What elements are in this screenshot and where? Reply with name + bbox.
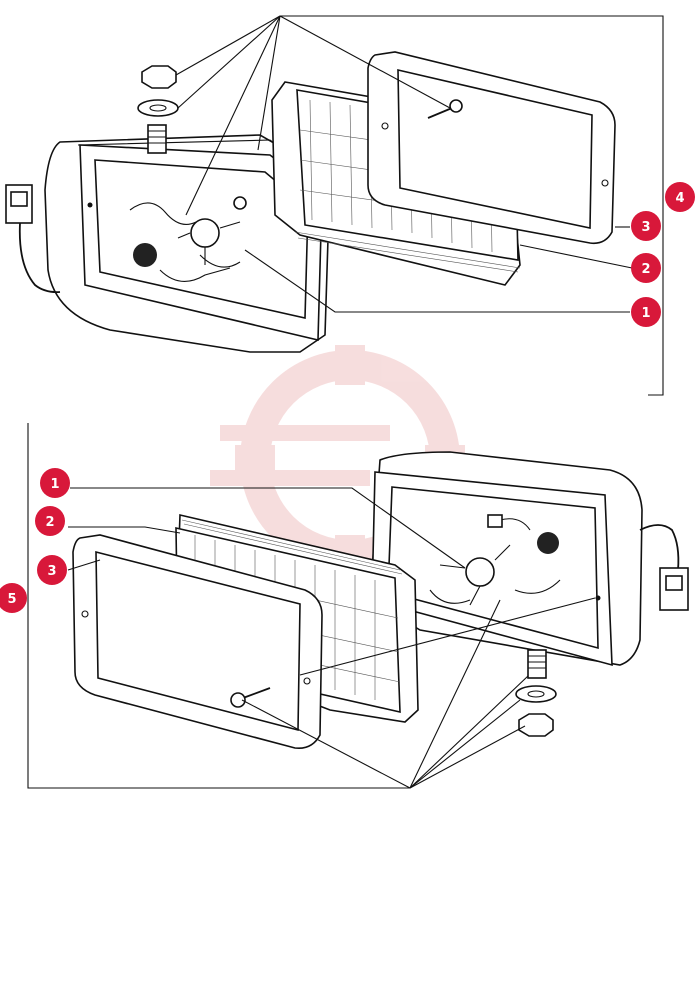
callout-bottom-2: 2 (35, 506, 65, 536)
callout-label: 4 (675, 191, 684, 206)
callout-label: 2 (45, 515, 54, 530)
callout-label: 1 (641, 306, 650, 321)
callout-label: 2 (641, 262, 650, 277)
nut-icon (141, 65, 177, 89)
callout-top-1: 1 (631, 297, 661, 327)
screw-icon (230, 687, 271, 708)
connector-icon (5, 184, 61, 294)
bulb-icon (87, 196, 247, 282)
nut-icon (518, 713, 554, 737)
top-group-bracket (280, 15, 664, 396)
bottom-group-bracket (27, 423, 410, 789)
callout-label: 3 (641, 220, 650, 235)
bulb-icon (429, 514, 601, 606)
stud-icon (147, 124, 167, 154)
callout-bottom-1: 1 (40, 468, 70, 498)
connector-icon (639, 524, 689, 611)
callout-label: 1 (50, 477, 59, 492)
callout-top-2: 2 (631, 253, 661, 283)
stud-icon (527, 649, 547, 679)
callout-bottom-3: 3 (37, 555, 67, 585)
bottom-assembly: 1 2 3 5 (0, 423, 689, 789)
bottom-frame (72, 534, 323, 750)
callout-top-4: 4 (665, 182, 695, 212)
washer-icon (515, 685, 557, 703)
washer-icon (137, 99, 179, 117)
bottom-leader-lines (67, 487, 596, 789)
screw-icon (427, 99, 463, 119)
callout-label: 3 (47, 564, 56, 579)
callout-bottom-5: 5 (0, 583, 27, 613)
callout-label: 5 (7, 592, 16, 607)
top-leader-lines (175, 15, 633, 313)
callout-top-3: 3 (631, 211, 661, 241)
top-assembly: 4 3 2 1 (5, 15, 695, 396)
